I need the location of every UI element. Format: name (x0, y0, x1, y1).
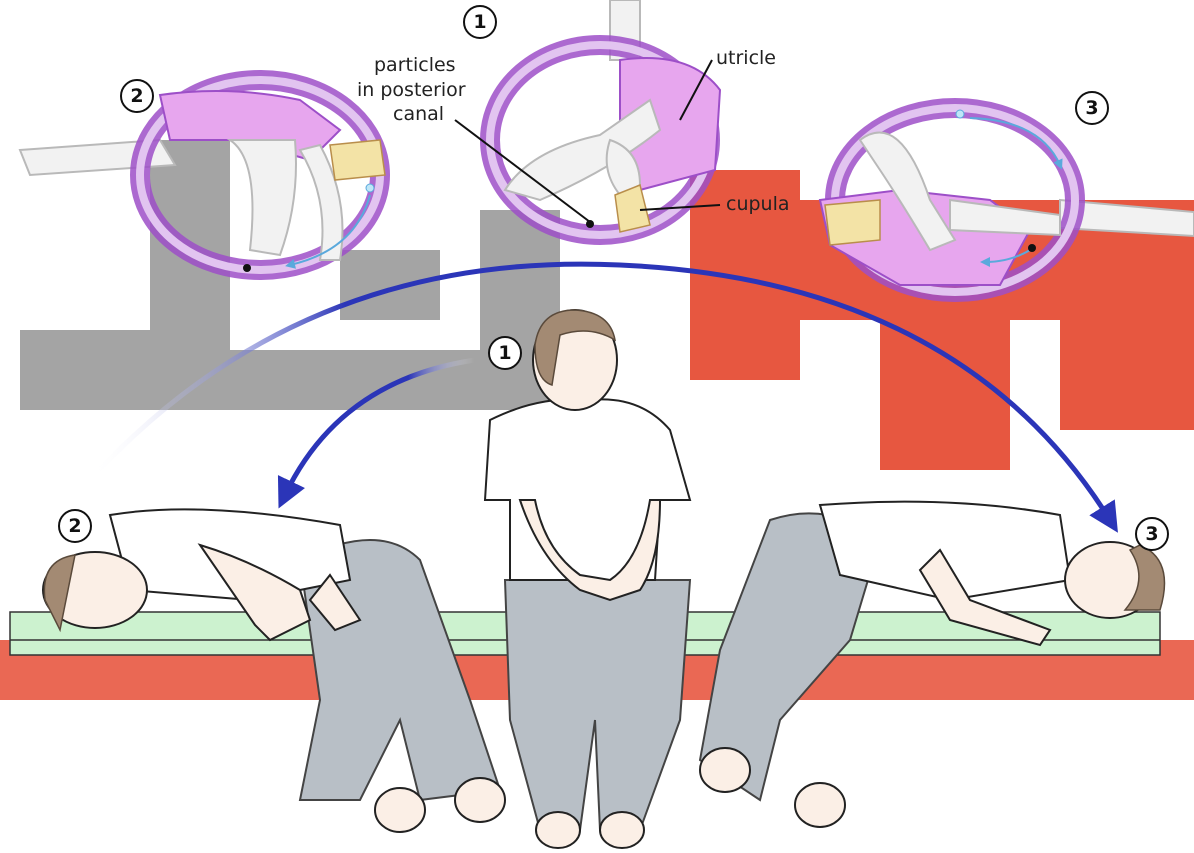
badge-person-3: 3 (1136, 518, 1168, 550)
label-particles-line-3: canal (393, 103, 444, 125)
badge-person-3-text: 3 (1145, 523, 1158, 545)
badge-person-2-text: 2 (68, 515, 81, 537)
badge-person-2: 2 (59, 510, 91, 542)
badge-inset-2-text: 2 (130, 85, 143, 107)
label-cupula: cupula (726, 193, 790, 215)
inner-ear-inset-1 (490, 0, 720, 235)
badge-person-1: 1 (489, 337, 521, 369)
badge-inset-3: 3 (1076, 92, 1108, 124)
badge-person-1-text: 1 (498, 342, 511, 364)
badge-inset-1-text: 1 (473, 11, 486, 33)
label-utricle: utricle (716, 47, 776, 69)
label-particles-line-2: in posterior (357, 79, 466, 101)
label-particles-line-1: particles (374, 54, 456, 76)
badge-inset-1: 1 (464, 6, 496, 38)
badge-inset-3-text: 3 (1085, 97, 1098, 119)
badge-inset-2: 2 (121, 80, 153, 112)
